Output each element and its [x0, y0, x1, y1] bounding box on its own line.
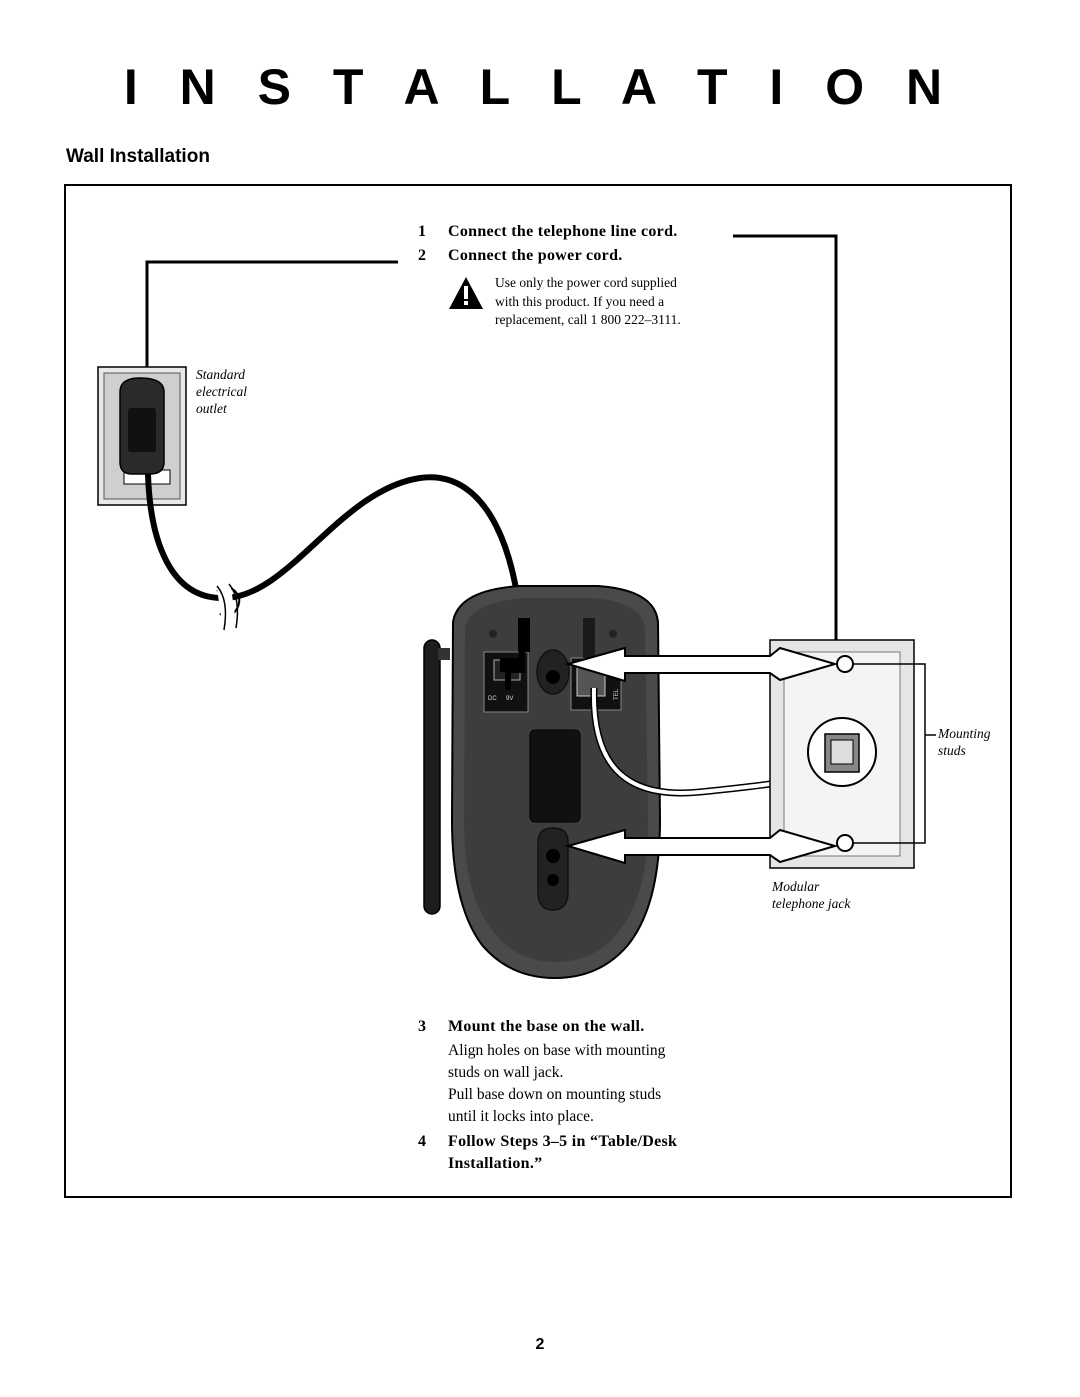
- electrical-outlet: [97, 366, 187, 506]
- tel-label: TEL: [614, 688, 620, 700]
- illustration-frame: [64, 184, 1012, 1198]
- page-title: I N S T A L L A T I O N: [123, 59, 957, 115]
- battery-compartment: [529, 729, 581, 823]
- modular-telephone-jack: [769, 639, 915, 869]
- lower-mounting-hole: [537, 827, 569, 911]
- power-cord-leader-line: [145, 260, 398, 372]
- page-number: 2: [535, 1336, 545, 1353]
- line-cord-leader-line: [733, 234, 838, 643]
- studs-caption: Mounting studs: [938, 726, 991, 758]
- antenna: [423, 639, 450, 915]
- upper-stud: [836, 655, 854, 673]
- warning-note: Use only the power cord supplied with th…: [495, 275, 681, 327]
- step-3-instructions: Align holes on base with mounting studs …: [448, 1042, 666, 1125]
- dc-label: DC: [488, 696, 497, 702]
- upper-alignment-arrow: [564, 646, 839, 683]
- jack-caption: Modular telephone jack: [772, 879, 851, 911]
- lower-stud: [836, 834, 854, 852]
- section-heading: Wall Installation: [66, 146, 210, 167]
- outlet-caption: Standard electrical outlet: [196, 367, 247, 416]
- voltage-label: 9V: [506, 696, 513, 702]
- warning-triangle-icon: [449, 277, 483, 309]
- lower-alignment-arrow: [564, 828, 839, 865]
- power-cord: [145, 473, 525, 651]
